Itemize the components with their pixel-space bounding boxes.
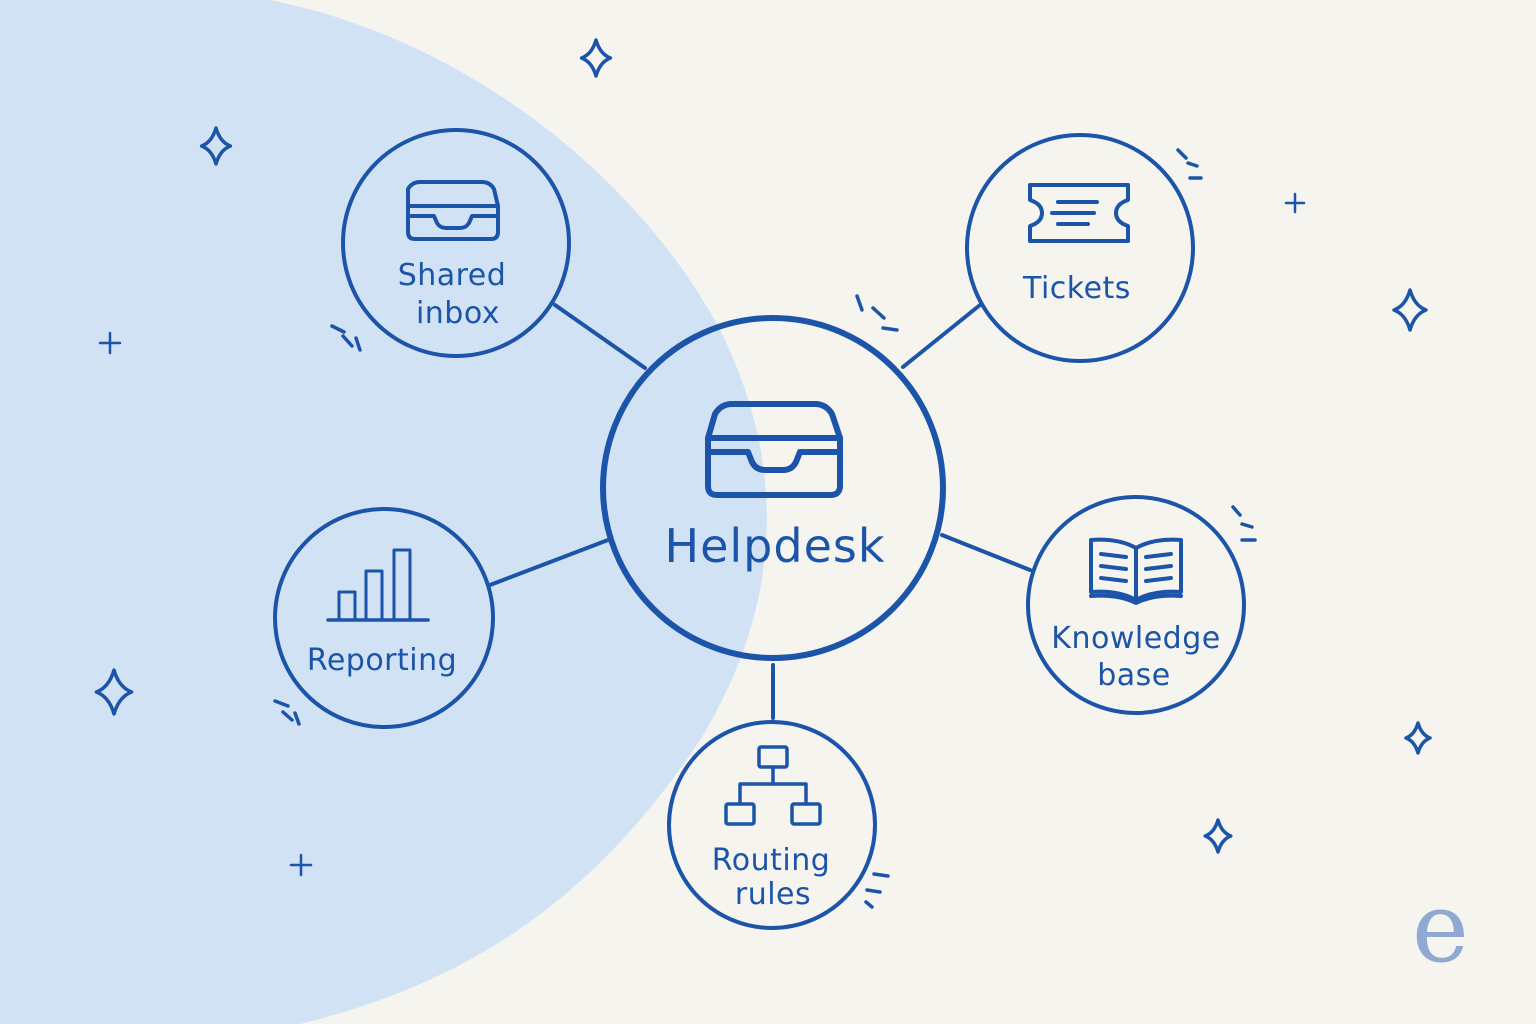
sparkle-icon (94, 668, 134, 716)
tick-mark-group (855, 294, 899, 332)
inbox-tray-icon (406, 180, 500, 241)
node-label-line: Knowledge (1051, 621, 1220, 656)
node-label-line: Routing (712, 843, 831, 878)
sparkle-icon (1392, 288, 1428, 332)
node-circle (965, 133, 1195, 363)
inbox-tray-icon (705, 401, 843, 498)
sparkle-icon (199, 126, 233, 166)
sparkle-icon (1404, 721, 1432, 755)
background-blob (0, 0, 767, 1024)
connector-reporting (488, 538, 610, 587)
flowchart-icon (724, 745, 822, 826)
connector-tickets (901, 303, 982, 369)
open-book-icon (1089, 537, 1183, 605)
node-label-line: base (1097, 658, 1171, 693)
node-shared-inbox[interactable]: Shared inbox (341, 128, 571, 358)
plus-sparkle-icon (98, 331, 122, 355)
tick-mark-group (273, 699, 301, 726)
node-label-line: inbox (416, 296, 500, 331)
bar-chart-icon (326, 548, 430, 622)
node-circle (1026, 495, 1246, 715)
node-label-line: Tickets (1022, 271, 1131, 306)
hub-label: Helpdesk (665, 519, 886, 573)
brand-logo-mark: e (1412, 872, 1469, 984)
plus-sparkle-icon (289, 853, 313, 877)
node-label-line: Reporting (307, 643, 457, 678)
node-circle (273, 507, 495, 729)
sparkle-icon (1203, 818, 1233, 854)
node-circle (341, 128, 571, 358)
node-label-line: Shared (398, 258, 507, 293)
tick-mark-group (864, 872, 890, 909)
node-label-line: rules (735, 877, 811, 912)
node-reporting[interactable]: Reporting (273, 507, 495, 729)
tick-mark-group (330, 324, 362, 352)
node-tickets[interactable]: Tickets (965, 133, 1195, 363)
tick-mark-group (1231, 505, 1257, 542)
connector-shared-inbox (553, 303, 647, 370)
plus-sparkle-icon (1284, 192, 1306, 214)
hub-circle (600, 315, 946, 661)
tick-mark-group (1176, 148, 1203, 180)
ticket-icon (1028, 183, 1130, 243)
node-circle (667, 720, 877, 930)
sparkles (94, 38, 1432, 877)
hub-node[interactable]: Helpdesk (600, 315, 946, 661)
connector-knowledge-base (940, 533, 1032, 572)
node-routing-rules[interactable]: Routing rules (667, 720, 877, 930)
tick-marks (273, 148, 1257, 909)
node-knowledge-base[interactable]: Knowledge base (1026, 495, 1246, 715)
connectors (488, 303, 1032, 720)
sparkle-icon (579, 38, 613, 78)
